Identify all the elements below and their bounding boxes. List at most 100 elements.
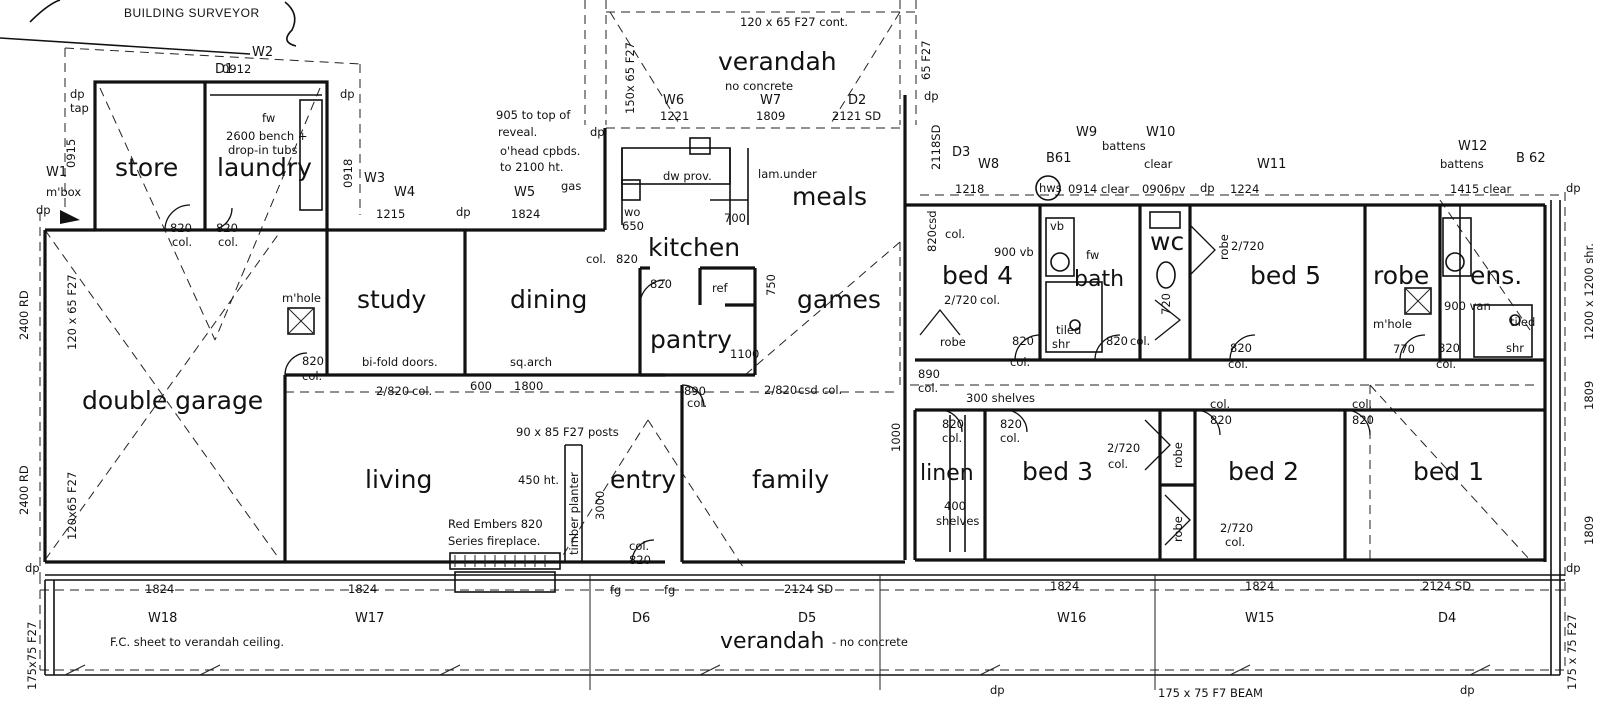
dim-right-lower: 1809 — [1582, 516, 1596, 545]
room-bed-4: bed 4 — [942, 261, 1013, 290]
tag-w6: W6 — [663, 93, 684, 108]
room-dining: dining — [510, 285, 587, 314]
opening-tags: W2 D1 W1 W3 W4 W5 W6 W7 D2 D3 W8 W9 B61 … — [46, 45, 1546, 626]
room-bed-5: bed 5 — [1250, 261, 1321, 290]
col-label-study: col. — [302, 369, 322, 383]
tag-w18: W18 — [148, 611, 177, 626]
fg-right: fg — [664, 583, 675, 597]
dp-kitchen: dp — [590, 125, 605, 139]
door-2720-bed4: 2/720 — [944, 293, 977, 307]
note-beam-150x65: 150x 65 F27 — [623, 42, 637, 114]
note-shelves: shelves — [936, 514, 979, 528]
room-bed-2: bed 2 — [1228, 457, 1299, 486]
col-820-kitchen: 820 — [616, 252, 638, 266]
note-clear-w10: clear — [1144, 157, 1173, 171]
dim-w18: 1824 — [145, 582, 174, 596]
tag-d1: D1 — [215, 62, 233, 77]
note-sq-arch: sq.arch — [510, 355, 552, 369]
note-battens-w9: battens — [1102, 139, 1146, 153]
door-2720-bed2: 2/720 — [1220, 521, 1253, 535]
door-2720-bed3: 2/720 — [1107, 441, 1140, 455]
col-label-linen: col. — [918, 381, 938, 395]
col-2820-games: 2/820 — [764, 383, 797, 397]
dim-w3: 0918 — [341, 159, 355, 188]
tag-w3: W3 — [364, 171, 385, 186]
tag-w12: W12 — [1458, 139, 1487, 154]
col-820-pantry: 820 — [650, 277, 672, 291]
room-ensuite: ens. — [1470, 261, 1522, 290]
note-mhole-ens: m'hole — [1373, 317, 1412, 331]
note-beam-f27-cont: 120 x 65 F27 cont. — [740, 15, 848, 29]
column-labels: 820 col. 820 col. 820 col. 2/820 col. co… — [170, 221, 1460, 567]
col-label-bed2: col. — [1210, 397, 1230, 411]
dp-meals: dp — [924, 89, 939, 103]
dim-w11: 1224 — [1230, 182, 1259, 196]
fg-left: fg — [610, 583, 621, 597]
col-label-bed3: col. — [1000, 431, 1020, 445]
note-bifold: bi-fold doors. — [362, 355, 438, 369]
col-label-linen-door: col. — [942, 431, 962, 445]
tag-w7: W7 — [760, 93, 781, 108]
note-clear-0914: 0914 clear — [1068, 182, 1130, 196]
dp-bed1-bottom: dp — [1566, 561, 1581, 575]
room-family: family — [752, 465, 829, 494]
downpipe-markers: dp dp dp dp dp dp dp dp dp dp dp dp fg f… — [25, 87, 1581, 697]
note-reveal-2: reveal. — [498, 125, 537, 139]
col-label-bed4-door: col. — [980, 293, 1000, 307]
dim-arch-1800: 1800 — [514, 379, 543, 393]
col-label-ens: col. — [1436, 357, 1456, 371]
signature-scribble — [0, 0, 297, 55]
tag-w11: W11 — [1257, 157, 1286, 172]
note-robe-bed4: robe — [940, 335, 966, 349]
col-820-bed4: 820 — [1012, 334, 1034, 348]
door-2720-bed5: 2/720 — [1231, 239, 1264, 253]
dp-garage-bottom: dp — [25, 561, 40, 575]
verandah-posts — [44, 200, 1565, 690]
dim-d2: 2121 SD — [832, 109, 881, 123]
tag-w15: W15 — [1245, 611, 1274, 626]
room-labels: store laundry double garage study dining… — [82, 47, 1522, 654]
note-900-van: 900 van — [1444, 299, 1491, 313]
note-fireplace-2: Series fireplace. — [448, 534, 540, 548]
tag-w1: W1 — [46, 165, 67, 180]
walls-left-wing — [43, 80, 905, 564]
note-tap: tap — [70, 101, 89, 115]
dp-laundry: dp — [340, 87, 355, 101]
tag-w17: W17 — [355, 611, 384, 626]
dp-verandah-right: dp — [1460, 683, 1475, 697]
tag-d2: D2 — [848, 93, 866, 108]
note-gas: gas — [561, 179, 581, 193]
note-timber-planter: timber planter — [567, 472, 581, 555]
dim-left-lower: 2400 RD — [17, 465, 31, 515]
col-label-entry: col. — [629, 539, 649, 553]
note-dw-prov: dw prov. — [663, 169, 712, 183]
verandah-dashed-outlines — [39, 0, 1566, 671]
dim-left-upper: 2400 RD — [17, 290, 31, 340]
dim-wc-720: 720 — [1159, 293, 1173, 315]
dp-garage: dp — [36, 203, 51, 217]
note-ref: ref — [712, 281, 729, 295]
dim-right-mid: 1809 — [1582, 381, 1596, 410]
room-laundry: laundry — [217, 153, 312, 182]
dim-d5: 2124 SD — [784, 582, 833, 596]
dim-w2: 0912 — [222, 62, 251, 76]
tag-b61: B61 — [1046, 151, 1071, 166]
note-shr-left: shr — [1052, 337, 1070, 351]
col-890-linen: 890 — [918, 367, 940, 381]
dim-w10: 0906pv — [1142, 182, 1186, 196]
tag-b62: B 62 — [1516, 151, 1546, 166]
col-label-store: col. — [172, 235, 192, 249]
room-bath: bath — [1074, 267, 1124, 292]
note-hws: hws — [1039, 181, 1062, 195]
dimension-labels: 0912 0915 0918 1215 1824 1221 1809 2121 … — [17, 62, 1596, 596]
dim-w16: 1824 — [1050, 579, 1079, 593]
room-verandah-top: verandah — [718, 47, 837, 76]
room-pantry: pantry — [650, 325, 732, 354]
col-label-bed4: col. — [945, 227, 965, 241]
dim-w8: 1218 — [955, 182, 984, 196]
room-study: study — [357, 285, 427, 314]
note-ohead-1: o'head cpbds. — [500, 144, 580, 158]
col-label-laundry: col. — [218, 235, 238, 249]
note-clear-1415: 1415 clear — [1450, 182, 1512, 196]
